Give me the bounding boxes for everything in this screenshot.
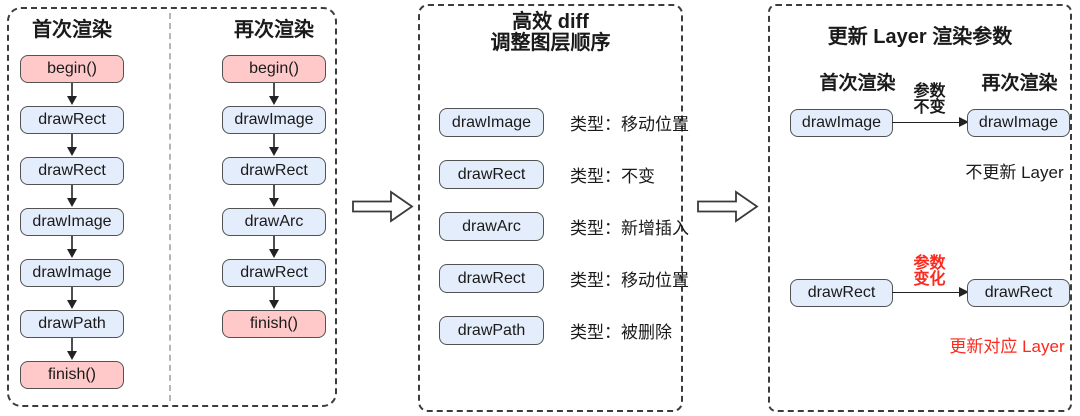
- diff-type-label: 类型：被删除: [570, 323, 672, 342]
- flow-box: drawImage: [790, 109, 893, 137]
- arrow-label-line: 不变: [913, 99, 946, 116]
- right-arrow-icon: [892, 117, 969, 127]
- diff-title-line2: 调整图层顺序: [490, 32, 611, 54]
- flow-box: begin(): [222, 55, 326, 83]
- flow-box: drawRect: [439, 160, 544, 189]
- down-arrow-icon: [67, 287, 77, 309]
- down-arrow-icon: [269, 185, 279, 207]
- diff-row: drawArc 类型：新增插入: [420, 212, 689, 241]
- flow-box: drawRect: [20, 157, 124, 185]
- flow-box: drawRect: [20, 106, 124, 134]
- first-render-title: 首次渲染: [32, 19, 112, 41]
- arrow-label-line: 参数: [913, 83, 946, 100]
- layer-update-title: 更新 Layer 渲染参数: [827, 26, 1013, 48]
- diff-row: drawPath 类型：被删除: [420, 316, 681, 345]
- flow-box: drawRect: [967, 279, 1070, 307]
- arrow-label-line: 变化: [913, 271, 946, 288]
- first-render-column: 首次渲染 begin() drawRect drawRect drawImage…: [20, 17, 124, 389]
- flow-box: drawRect: [790, 279, 893, 307]
- diff-row: drawRect 类型：不变: [420, 160, 681, 189]
- arrow-label-changed: 参数 变化: [892, 256, 967, 288]
- column-divider: [169, 13, 171, 401]
- flow-box: drawRect: [222, 259, 326, 287]
- panel-render-commands: 首次渲染 begin() drawRect drawRect drawImage…: [7, 7, 337, 407]
- down-arrow-icon: [269, 287, 279, 309]
- flow-box: drawPath: [20, 310, 124, 338]
- flow-box: drawRect: [222, 157, 326, 185]
- diff-type-label: 类型：移动位置: [570, 115, 689, 134]
- down-arrow-icon: [67, 83, 77, 105]
- flow-box: drawArc: [222, 208, 326, 236]
- panel-diff: 高效 diff 调整图层顺序 drawImage 类型：移动位置 drawRec…: [418, 4, 689, 412]
- flow-box: finish(): [222, 310, 326, 338]
- flow-box: drawImage: [967, 109, 1070, 137]
- diff-type-label: 类型：移动位置: [570, 271, 689, 290]
- down-arrow-icon: [269, 236, 279, 258]
- flow-arrow-icon: [352, 190, 414, 223]
- update-layer-note: 更新对应 Layer: [949, 337, 1065, 356]
- down-arrow-icon: [67, 338, 77, 360]
- second-render-column: 再次渲染 begin() drawImage drawRect drawArc …: [222, 17, 326, 338]
- no-update-note: 不更新 Layer: [965, 163, 1064, 182]
- down-arrow-icon: [269, 134, 279, 156]
- flow-box: drawArc: [439, 212, 544, 241]
- right-arrow-icon: [892, 287, 969, 297]
- flow-arrow-icon: [697, 190, 759, 223]
- flow-box: drawPath: [439, 316, 544, 345]
- second-render-header: 再次渲染: [981, 73, 1058, 94]
- flow-box: drawImage: [222, 106, 326, 134]
- diff-type-label: 类型：新增插入: [570, 219, 689, 238]
- down-arrow-icon: [269, 83, 279, 105]
- flow-box: drawImage: [439, 108, 544, 137]
- flow-box: finish(): [20, 361, 124, 389]
- second-render-title: 再次渲染: [234, 19, 314, 41]
- down-arrow-icon: [67, 236, 77, 258]
- flow-box: drawImage: [20, 259, 124, 287]
- diff-title-line1: 高效 diff: [512, 11, 589, 33]
- arrow-label-unchanged: 参数 不变: [892, 84, 967, 116]
- diff-row: drawImage 类型：移动位置: [420, 108, 689, 137]
- diff-row: drawRect 类型：移动位置: [420, 264, 689, 293]
- arrow-label-line: 参数: [913, 255, 946, 272]
- diff-type-label: 类型：不变: [570, 167, 655, 186]
- panel-layer-update: 更新 Layer 渲染参数 首次渲染 再次渲染 drawImage 参数 不变 …: [768, 4, 1072, 412]
- flow-box: drawRect: [439, 264, 544, 293]
- down-arrow-icon: [67, 134, 77, 156]
- diff-title: 高效 diff 调整图层顺序: [420, 12, 681, 54]
- flow-box: drawImage: [20, 208, 124, 236]
- down-arrow-icon: [67, 185, 77, 207]
- flow-box: begin(): [20, 55, 124, 83]
- first-render-header: 首次渲染: [819, 73, 896, 94]
